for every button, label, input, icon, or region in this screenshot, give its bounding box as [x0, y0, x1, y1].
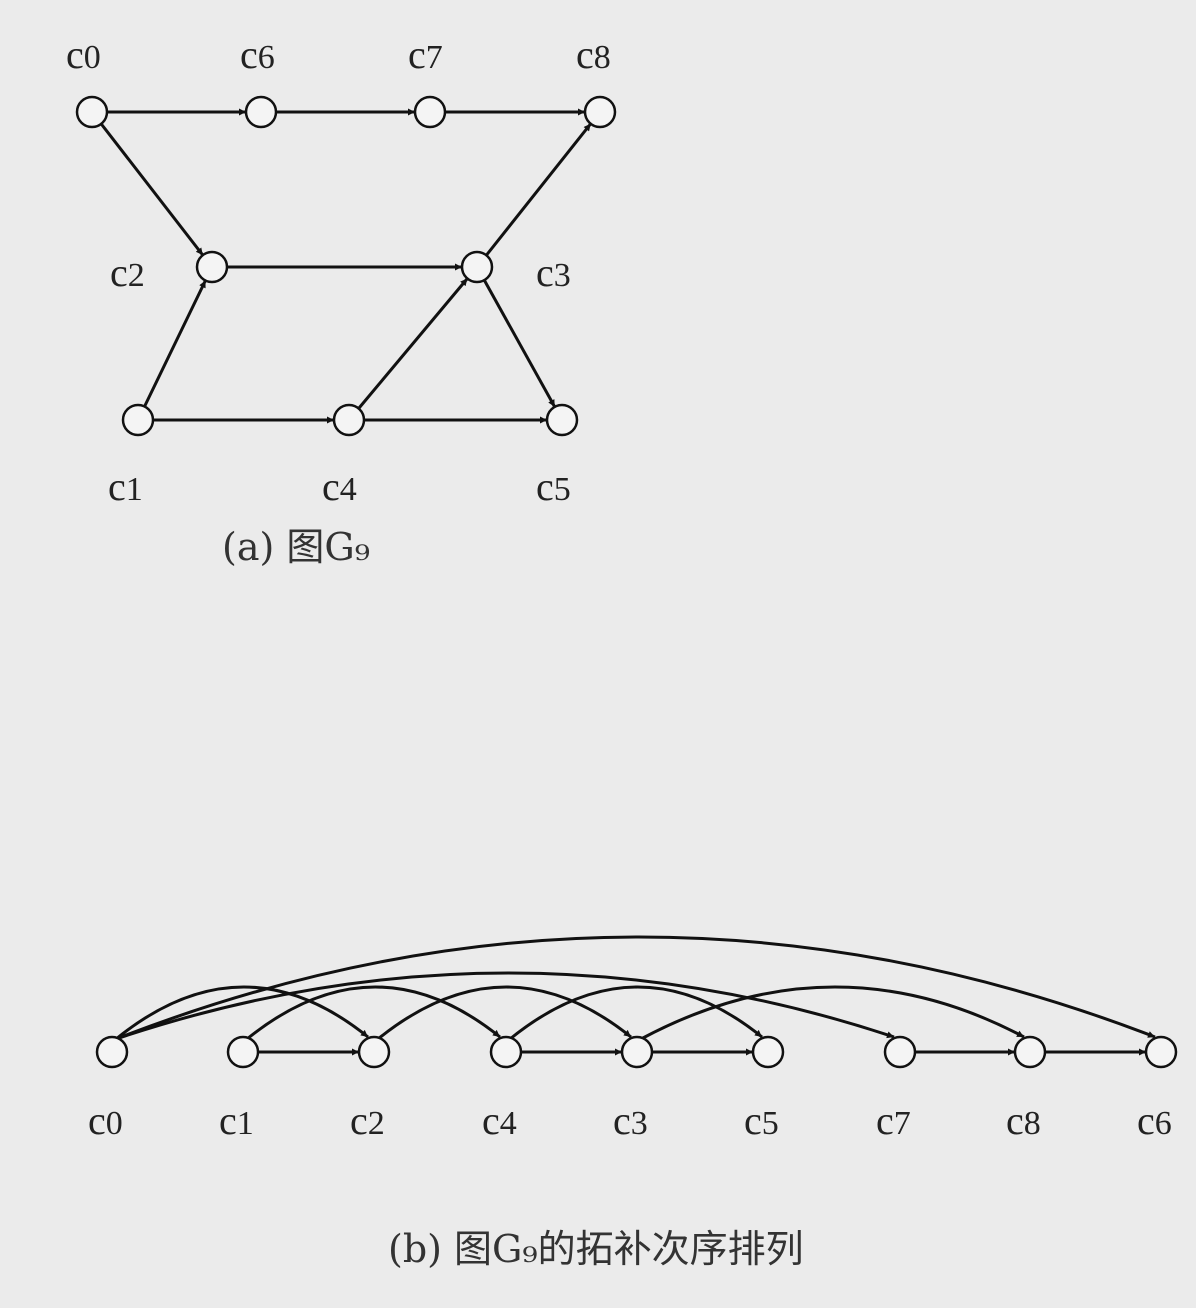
node-label-c5: c5 [536, 464, 571, 509]
node-b-label-c4: c4 [482, 1098, 517, 1143]
node-b-label-c2: c2 [350, 1098, 385, 1143]
node-b-label-c5: c5 [744, 1098, 779, 1143]
node-b-c3 [620, 1035, 654, 1069]
node-label-c7: c7 [408, 32, 443, 77]
graph-b: c0 c1 c2 c4 c3 c5 c7 c8 c6 [88, 935, 1178, 1143]
node-b-label-c8: c8 [1006, 1098, 1041, 1143]
node-label-c3: c3 [536, 250, 571, 295]
edge-c3-c8 [485, 122, 592, 257]
node-b-c7 [883, 1035, 917, 1069]
caption-a: (a) 图G₉ [222, 525, 370, 569]
edge-b-c4-c5 [509, 985, 763, 1041]
node-c7 [413, 95, 447, 129]
node-b-label-c3: c3 [613, 1098, 648, 1143]
edge-b-c0-c2 [115, 985, 369, 1041]
node-label-c2: c2 [110, 250, 145, 295]
node-b-c6 [1144, 1035, 1178, 1069]
node-b-c0 [95, 1035, 129, 1069]
node-b-label-c7: c7 [876, 1098, 911, 1143]
node-b-c8 [1013, 1035, 1047, 1069]
edge-b-c2-c3 [377, 985, 632, 1041]
node-b-c1 [226, 1035, 260, 1069]
edge-b-c0-c7 [115, 971, 895, 1041]
node-c2 [195, 250, 229, 284]
edge-c4-c3 [357, 277, 469, 410]
node-c4 [332, 403, 366, 437]
node-c5 [545, 403, 579, 437]
node-b-label-c1: c1 [219, 1098, 254, 1143]
edge-b-c1-c4 [246, 985, 501, 1041]
edge-b-c0-c6 [115, 935, 1156, 1041]
node-b-c4 [489, 1035, 523, 1069]
edge-c1-c2 [143, 279, 207, 408]
node-b-label-c0: c0 [88, 1098, 123, 1143]
node-c0 [75, 95, 109, 129]
node-label-c1: c1 [108, 464, 143, 509]
edge-c0-c2 [99, 122, 205, 257]
caption-b: (b) 图G₉的拓补次序排列 [388, 1227, 804, 1271]
node-b-c2 [357, 1035, 391, 1069]
node-b-c5 [751, 1035, 785, 1069]
edge-b-c3-c8 [640, 985, 1025, 1041]
node-c1 [121, 403, 155, 437]
node-label-c4: c4 [322, 464, 357, 509]
node-c6 [244, 95, 278, 129]
node-label-c6: c6 [240, 32, 275, 77]
node-label-c8: c8 [576, 32, 611, 77]
node-c3 [460, 250, 494, 284]
node-c8 [583, 95, 617, 129]
node-label-c0: c0 [66, 32, 101, 77]
edge-c3-c5 [482, 279, 557, 408]
graph-a: c0 c6 c7 c8 c2 c3 c1 c4 c5 [66, 32, 617, 509]
node-b-label-c6: c6 [1137, 1098, 1172, 1143]
